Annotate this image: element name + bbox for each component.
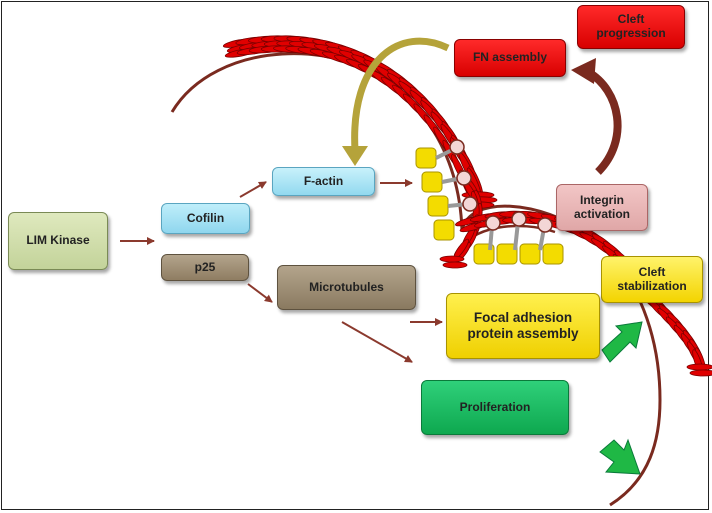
actin-integrin-cluster-bottom [473,211,564,265]
cleft-membrane-curve-lower [460,204,662,507]
fibril-segment [439,255,465,263]
actin-integrin-cluster-left [415,139,478,241]
fibril-segment [442,261,468,269]
cofilin-node: Cofilin [161,203,250,234]
cleft-progression-node: Cleft progression [577,5,685,49]
f-actin-node: F-actin [272,167,375,196]
arrow-p25-to-microtubules [247,283,273,303]
integrin-to-cleft-progression-arrowhead [571,58,596,84]
fn-to-actin-arrow [351,37,450,151]
proliferation-node: Proliferation [421,380,569,435]
arrow-microtubules-to-proliferation [341,321,413,363]
lim-kinase-node: LIM Kinase [8,212,108,270]
integrin-activation-node: Integrin activation [556,184,648,231]
cleft-stabilization-node: Cleft stabilization [601,256,703,303]
arrow-cofilin-to-factin [239,181,267,198]
integrin-to-cleft-progression-arrow [585,68,622,175]
green-arrow-upper [601,321,643,363]
green-arrow-lower [599,438,641,475]
microtubules-node: Microtubules [277,265,416,310]
fibril-segment [689,369,712,377]
fn-assembly-node: FN assembly [454,39,566,77]
p25-node: p25 [161,254,249,281]
fn-to-actin-arrowhead [342,146,368,166]
focal-adhesion-node: Focal adhesion protein assembly [446,293,600,359]
fibril-segment [686,363,712,371]
